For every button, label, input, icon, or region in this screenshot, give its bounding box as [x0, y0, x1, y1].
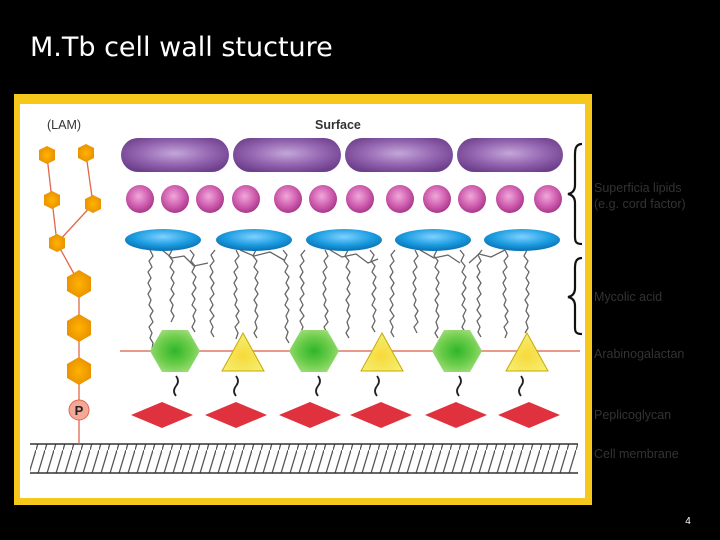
- mycolic-head: [216, 229, 292, 251]
- lipid-sphere: [126, 185, 154, 213]
- lam-hexagon: [67, 314, 91, 342]
- yellow-triangle: [221, 331, 265, 372]
- mycolic-acid-label: Mycolic acid: [594, 290, 662, 304]
- peptidoglycan-units: [131, 402, 560, 428]
- arabinogalactan-label: Arabinogalactan: [594, 347, 684, 361]
- green-hexagon: [289, 330, 339, 372]
- superficial-lipids: [126, 185, 562, 213]
- peptidoglycan-label: Peplicoglycan: [594, 408, 671, 422]
- red-diamond: [279, 402, 341, 428]
- cell-membrane-label: Cell membrane: [594, 447, 679, 461]
- green-hexagon: [150, 330, 200, 372]
- lam-hexagon: [67, 270, 91, 298]
- lam-hexagon-small: [78, 144, 94, 162]
- lam-hexagon: [67, 357, 91, 385]
- lam-hexagon-small: [44, 191, 60, 209]
- superficial-lipids-label-line1: Superficia lipids: [594, 181, 682, 195]
- red-diamond: [205, 402, 267, 428]
- lipid-sphere: [309, 185, 337, 213]
- surface-capsule: [457, 138, 563, 172]
- lam-hexagon-small: [39, 146, 55, 164]
- brace-superficial-lipids: [567, 142, 583, 246]
- red-diamond: [350, 402, 412, 428]
- lipid-sphere: [232, 185, 260, 213]
- slide-number: 4: [685, 516, 691, 527]
- lipid-sphere: [161, 185, 189, 213]
- mycolic-head: [395, 229, 471, 251]
- diagram-labels: (LAM) Surface Superficia lipids (e.g. co…: [47, 118, 686, 461]
- mycolic-acid-chains: [147, 249, 530, 354]
- red-diamond: [131, 402, 193, 428]
- red-diamond: [425, 402, 487, 428]
- lipid-sphere: [496, 185, 524, 213]
- superficial-lipids-label-line2: (e.g. cord factor): [594, 197, 686, 211]
- mycolic-head: [125, 229, 201, 251]
- lam-label: (LAM): [47, 118, 81, 132]
- mycolic-head: [484, 229, 560, 251]
- lam-hexagon-small: [49, 234, 65, 252]
- lipid-sphere: [346, 185, 374, 213]
- yellow-triangle: [505, 331, 549, 372]
- yellow-triangle: [360, 331, 404, 372]
- cell-membrane: [30, 443, 578, 474]
- lipid-sphere: [458, 185, 486, 213]
- green-hexagon: [432, 330, 482, 372]
- slide-title: M.Tb cell wall stucture: [30, 32, 333, 63]
- mycolic-head: [306, 229, 382, 251]
- lipid-sphere: [534, 185, 562, 213]
- phosphate-label: P: [75, 403, 84, 418]
- lipid-sphere: [386, 185, 414, 213]
- lam-hexagon-small: [85, 195, 101, 213]
- surface-capsule: [121, 138, 229, 172]
- surface-capsule: [233, 138, 341, 172]
- mycolic-acid-heads: [125, 229, 560, 251]
- surface-capsules: [121, 138, 563, 172]
- surface-label: Surface: [315, 118, 361, 132]
- lam-hexagons: [39, 144, 101, 385]
- surface-capsule: [345, 138, 453, 172]
- red-diamond: [498, 402, 560, 428]
- phosphate-group: P: [68, 399, 90, 421]
- peptidoglycan-links: [173, 375, 524, 397]
- layer-braces: [567, 142, 583, 336]
- brace-mycolic-acid: [567, 256, 583, 336]
- lipid-sphere: [196, 185, 224, 213]
- lipid-sphere: [274, 185, 302, 213]
- lipid-sphere: [423, 185, 451, 213]
- arabinogalactan-units: [150, 330, 549, 372]
